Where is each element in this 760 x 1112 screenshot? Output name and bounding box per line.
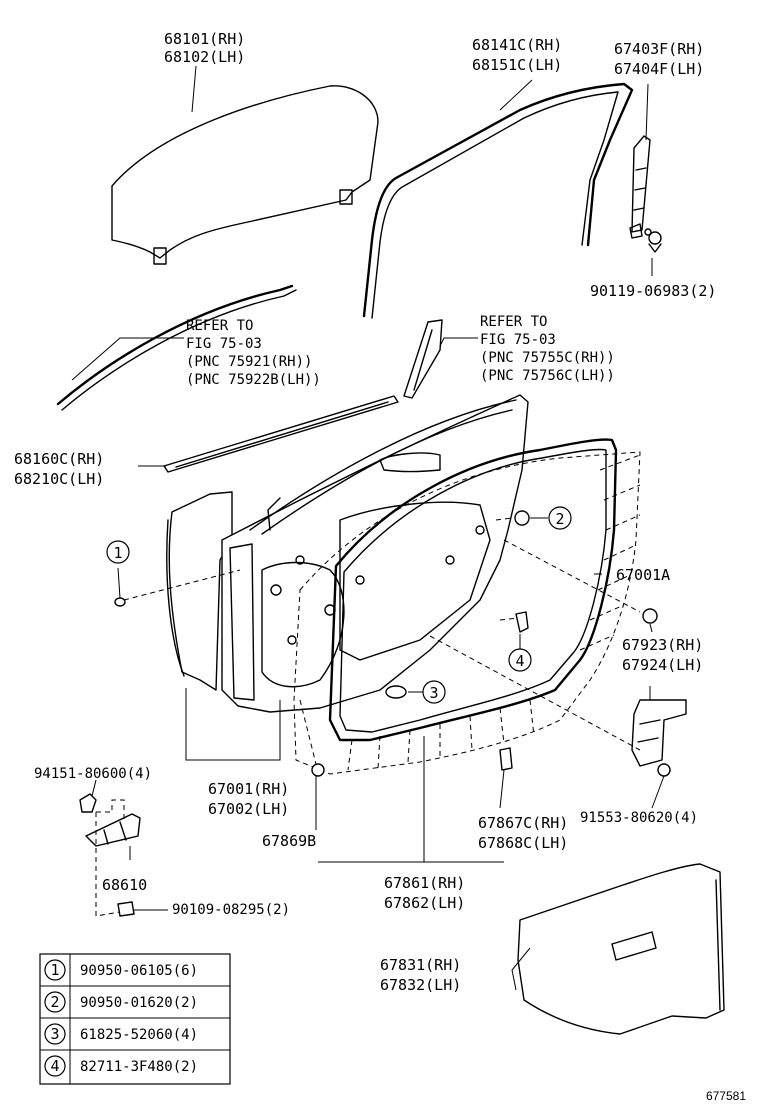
label-seal-rh: 67861(RH): [384, 874, 465, 892]
legend-row-2-value: 90950-01620(2): [80, 995, 198, 1011]
label-cover-lh: 67832(LH): [380, 976, 461, 994]
label-plug: 67869B: [262, 832, 316, 850]
label-bracket-rh: 67923(RH): [622, 636, 703, 654]
clip-1-drawing: [114, 597, 126, 607]
small-hardware: [114, 510, 671, 777]
refer-right-line1: REFER TO: [480, 314, 547, 330]
door-weatherstrip-drawing: [328, 438, 618, 742]
plug-67869B-drawing: [311, 763, 325, 777]
label-weatherstrip-lh: 68210C(LH): [14, 470, 104, 488]
refer-left-line4: (PNC 75922B(LH)): [186, 372, 321, 388]
refer-right-line3: (PNC 75755C(RH)): [480, 350, 615, 366]
refer-left-line3: (PNC 75921(RH)): [186, 354, 312, 370]
door-frame-drawing: [221, 394, 529, 713]
refer-left-line2: FIG 75-03: [186, 336, 262, 352]
door-check-drawing: [79, 793, 141, 917]
panel-a-plug-drawing: [642, 608, 658, 624]
label-run-lh: 68151C(LH): [472, 56, 562, 74]
callout-3: 3: [422, 680, 446, 704]
door-trim-cover-drawing: [517, 863, 725, 1035]
screw-drawing: [644, 228, 662, 253]
plug-3-drawing: [385, 685, 407, 699]
belt-weatherstrip-drawing: [163, 395, 399, 473]
label-run-rh: 68141C(RH): [472, 36, 562, 54]
legend-row-4: 4 82711-3F480(2): [44, 1055, 198, 1077]
label-garnish-lh: 67404F(LH): [614, 60, 704, 78]
bolt-b-drawing: [657, 763, 671, 777]
legend-row-4-value: 82711-3F480(2): [80, 1059, 198, 1075]
door-opening-outline: [293, 451, 641, 775]
label-door-panel-rh: 67001(RH): [208, 780, 289, 798]
legend-row-3-key: 3: [50, 1025, 59, 1043]
clip-4-drawing: [515, 611, 529, 633]
outer-moulding-drawing: [56, 284, 297, 411]
legend-row-3: 3 61825-52060(4): [44, 1023, 198, 1045]
refer-right-line4: (PNC 75756C(LH)): [480, 368, 615, 384]
label-bolt-c: 90109-08295(2): [172, 902, 290, 918]
callout-2-number: 2: [555, 510, 564, 528]
legend-row-1-value: 90950-06105(6): [80, 963, 198, 979]
label-weatherstrip-rh: 68160C(RH): [14, 450, 104, 468]
callout-1: 1: [106, 540, 130, 564]
label-cover-rh: 67831(RH): [380, 956, 461, 974]
label-bracket-lh: 67924(LH): [622, 656, 703, 674]
assembly-dash-lines: [95, 517, 641, 917]
legend-table: 1 90950-06105(6) 2 90950-01620(2) 3 6182…: [39, 953, 231, 1085]
figure-code: 677581: [706, 1089, 746, 1103]
legend-row-1: 1 90950-06105(6): [44, 959, 198, 981]
label-seal-lh: 67862(LH): [384, 894, 465, 912]
door-glass-drawing: [111, 85, 379, 265]
callout-1-number: 1: [113, 544, 122, 562]
clip-67867C-drawing: [499, 747, 513, 771]
legend-row-2: 2 90950-01620(2): [44, 991, 198, 1013]
callout-2: 2: [548, 506, 572, 530]
callout-3-number: 3: [429, 684, 438, 702]
leader-lines: [71, 65, 665, 991]
label-screw: 90119-06983(2): [590, 282, 716, 300]
legend-row-2-key: 2: [50, 993, 59, 1011]
garnish-drawing: [629, 135, 651, 239]
legend-row-4-key: 4: [50, 1057, 59, 1075]
label-check: 68610: [102, 876, 147, 894]
refer-right-line2: FIG 75-03: [480, 332, 556, 348]
label-bolt-b: 91553-80620(4): [580, 810, 698, 826]
label-clip-lh: 67868C(LH): [478, 834, 568, 852]
label-glass-rh: 68101(RH): [164, 30, 245, 48]
frame-cover-drawing: [403, 319, 443, 399]
label-glass-lh: 68102(LH): [164, 48, 245, 66]
label-panel-a: 67001A: [616, 566, 670, 584]
refer-left-line1: REFER TO: [186, 318, 253, 334]
label-door-panel-lh: 67002(LH): [208, 800, 289, 818]
callout-4-number: 4: [515, 652, 524, 670]
label-bolt-a: 94151-80600(4): [34, 766, 152, 782]
label-garnish-rh: 67403F(RH): [614, 40, 704, 58]
grommet-2-drawing: [514, 510, 530, 526]
hinge-bracket-drawing: [631, 699, 687, 767]
legend-row-1-key: 1: [50, 961, 59, 979]
glass-run-drawing: [362, 82, 634, 319]
callout-4: 4: [508, 648, 532, 672]
label-clip-rh: 67867C(RH): [478, 814, 568, 832]
legend-row-3-value: 61825-52060(4): [80, 1027, 198, 1043]
